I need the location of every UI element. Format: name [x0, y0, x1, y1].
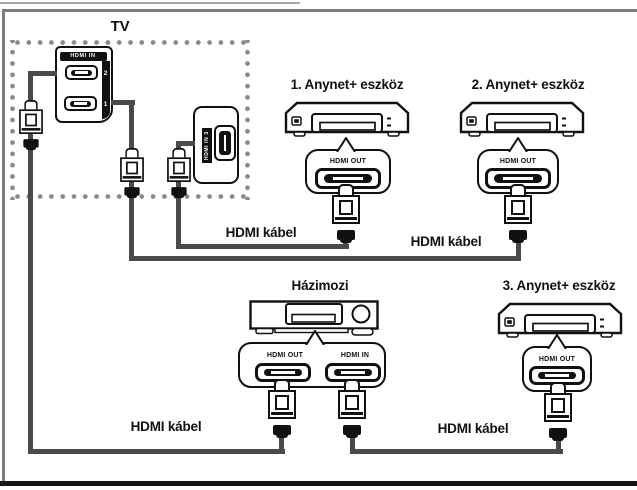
- hdmi-cable-label-1: HDMI kábel: [225, 225, 297, 240]
- hdmi-in-3-port-icon: [214, 125, 236, 161]
- cable-mid-upper: [176, 244, 349, 249]
- hdmi-cable-label-4: HDMI kábel: [437, 421, 509, 436]
- cable-bottom-left: [28, 449, 285, 454]
- callout-notch: [305, 330, 325, 345]
- top-artifact-line: [0, 1, 300, 4]
- tv-hdmi-panel-header: HDMI IN: [59, 51, 107, 61]
- hdmi-cable-label-3: HDMI kábel: [130, 419, 202, 434]
- cable-mid-lower: [129, 256, 521, 261]
- home-theater-in-label: HDMI IN: [340, 352, 370, 359]
- port-pill: [264, 369, 302, 376]
- home-theater-icon: [249, 300, 379, 336]
- callout-notch: [336, 137, 356, 152]
- port-pill: [324, 174, 372, 183]
- port-pill: [334, 369, 372, 376]
- port-pill: [494, 174, 542, 183]
- device2-port-label: HDMI OUT: [499, 158, 537, 165]
- hdmi-in-3-label: HDMI IN 3: [204, 131, 210, 160]
- hdmi-in-1-port-icon: [64, 96, 97, 111]
- port-pill: [70, 100, 91, 107]
- device3-label: 3. Anynet+ eszköz: [502, 278, 616, 293]
- tv-hdmi-panel: HDMI IN 2 1: [55, 46, 113, 123]
- tv-dotted-outline-top: [10, 40, 251, 45]
- port-slot: [544, 374, 570, 377]
- callout-notch: [508, 137, 528, 152]
- tv-dotted-outline-left: [10, 40, 15, 200]
- side-panel-label-strip: HDMI IN 3: [202, 128, 212, 163]
- cable-ht-in-stub: [350, 427, 355, 454]
- tv-label: TV: [110, 18, 130, 35]
- cable-d1-stub: [343, 238, 348, 249]
- port-pill: [538, 372, 576, 379]
- hdmi-port-1-number: 1: [103, 100, 108, 108]
- port-slot: [73, 102, 88, 105]
- cable-tv3-stub: [176, 141, 195, 146]
- cable-tv2-vertical: [28, 71, 33, 454]
- cable-ht-out-stub: [279, 427, 284, 454]
- device1-port-label: HDMI OUT: [329, 158, 367, 165]
- port-slot: [332, 177, 364, 180]
- port-pill: [219, 131, 231, 155]
- hdmi-plug-icon-device1: [331, 184, 361, 243]
- tv-dotted-outline-right: [245, 40, 250, 200]
- hdmi-plug-icon-device3: [543, 382, 573, 441]
- hdmi-plug-icon-device2: [503, 184, 533, 243]
- frame-left: [2, 9, 5, 483]
- home-theater-out-label: HDMI OUT: [266, 352, 304, 359]
- hdmi-cable-label-2: HDMI kábel: [410, 234, 482, 249]
- tv-hdmi-panel-strip: 2 1: [101, 60, 110, 119]
- dvd-player-icon-3: [497, 302, 623, 338]
- hdmi-plug-icon-tv1: [119, 148, 145, 199]
- home-theater-label: Házimozi: [291, 278, 349, 293]
- port-slot: [223, 134, 227, 152]
- hdmi-in-2-port-icon: [65, 65, 98, 80]
- cable-d2-stub: [516, 238, 521, 261]
- hdmi-plug-icon-ht-out: [267, 379, 297, 438]
- dvd-player-icon-2: [459, 101, 585, 137]
- dvd-player-icon-1: [284, 101, 410, 137]
- cable-tv2-stub: [28, 71, 57, 76]
- port-slot: [74, 71, 89, 74]
- frame-bottom: [0, 481, 637, 486]
- port-slot: [270, 371, 296, 374]
- frame-top: [2, 9, 637, 12]
- hdmi-port-2-number: 2: [103, 69, 108, 77]
- tv-side-panel: HDMI IN 3: [193, 106, 239, 184]
- port-slot: [340, 371, 366, 374]
- port-pill: [71, 69, 92, 76]
- hdmi-plug-icon-tv3: [166, 148, 192, 199]
- hdmi-plug-icon-ht-in: [337, 379, 367, 438]
- cable-d3-stub: [556, 430, 561, 454]
- callout-notch: [547, 334, 567, 349]
- hdmi-plug-icon-tv2: [18, 100, 44, 151]
- device2-label: 2. Anynet+ eszköz: [471, 77, 585, 92]
- cable-bottom-right: [350, 449, 563, 454]
- device3-port-label: HDMI OUT: [538, 356, 576, 363]
- cable-tv1-stub: [111, 100, 135, 105]
- port-slot: [502, 177, 534, 180]
- device1-label: 1. Anynet+ eszköz: [290, 77, 404, 92]
